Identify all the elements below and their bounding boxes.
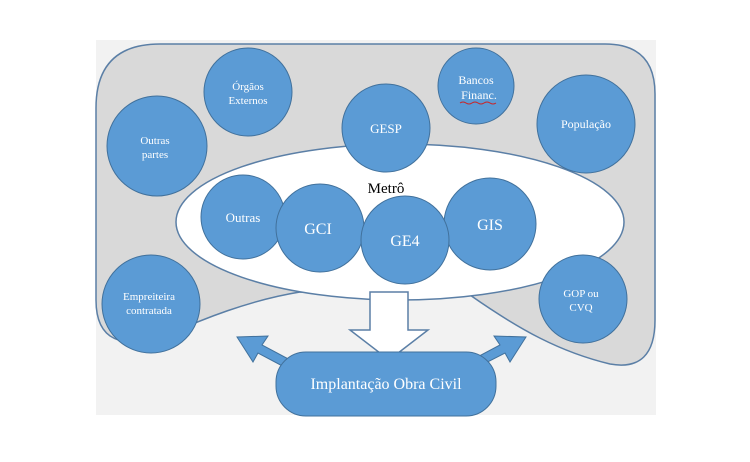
node-gop-cvq: GOP ou CVQ (538, 254, 628, 344)
node-outras-label: Outras (226, 210, 261, 225)
node-bancos-financ: Bancos Financ. (437, 47, 515, 125)
node-bancos-financ-label-2: Financ. (461, 88, 497, 102)
node-outras-partes-label-2: partes (142, 149, 168, 161)
node-populacao-label: População (561, 117, 611, 131)
node-outras-partes: Outras partes (106, 95, 208, 197)
node-populacao: População (536, 74, 636, 174)
node-gci-label: GCI (304, 221, 332, 238)
spellcheck-underline (459, 101, 497, 105)
node-gop-cvq-label-2: CVQ (569, 302, 592, 314)
node-empreiteira-label-1: Empreiteira (123, 291, 175, 303)
implantacao-box (275, 351, 497, 417)
metro-title: Metrô (368, 181, 405, 197)
node-gis: GIS (443, 177, 537, 271)
node-gesp: GESP (341, 83, 431, 173)
down-arrow-icon (347, 291, 431, 361)
node-empreiteira-label-2: contratada (126, 305, 172, 317)
node-ge4: GE4 (360, 195, 450, 285)
node-gci: GCI (275, 183, 365, 273)
node-gis-label: GIS (477, 217, 503, 234)
node-gop-cvq-label-1: GOP ou (563, 288, 599, 300)
node-empreiteira: Empreiteira contratada (101, 254, 201, 354)
node-orgaos-externos-label-1: Órgãos (232, 81, 264, 93)
node-gesp-label: GESP (370, 121, 402, 136)
node-orgaos-externos: Órgãos Externos (203, 47, 293, 137)
node-orgaos-externos-label-2: Externos (228, 95, 267, 107)
implantacao-label: Implantação Obra Civil (310, 376, 462, 393)
node-ge4-label: GE4 (390, 233, 419, 250)
node-outras-partes-label-1: Outras (140, 135, 169, 147)
node-outras: Outras (200, 174, 286, 260)
node-bancos-financ-label-1: Bancos (458, 73, 494, 87)
